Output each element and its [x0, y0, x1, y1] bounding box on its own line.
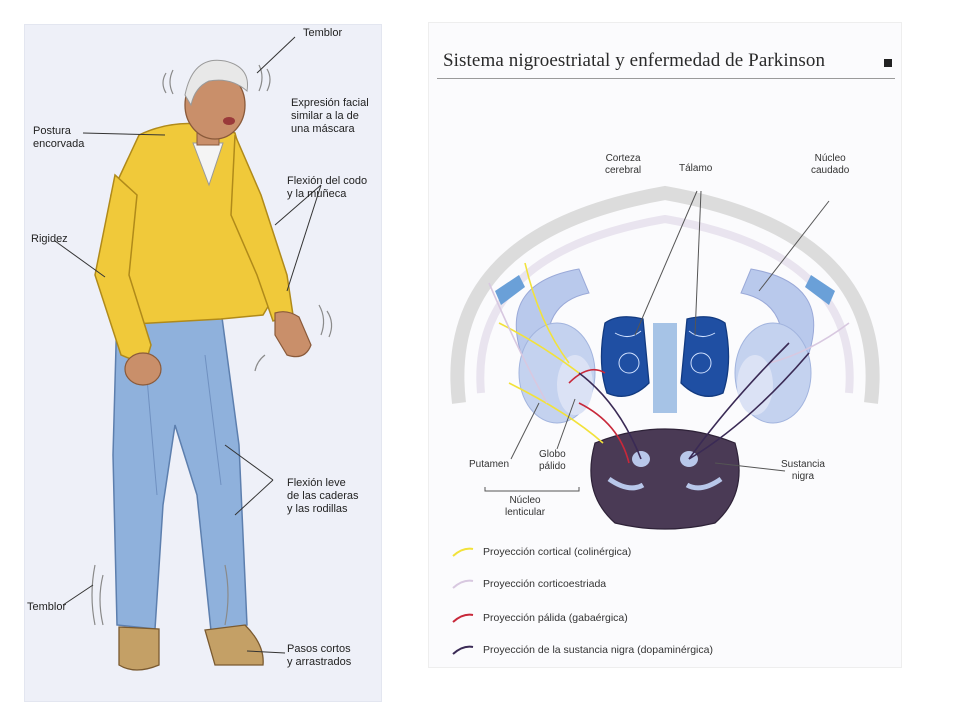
parkinson-patient-figure: Temblor Expresión facial similar a la de… — [24, 24, 382, 702]
label-flexion-caderas: Flexión leve de las caderas y las rodill… — [287, 477, 359, 515]
head-tremor-marks — [162, 64, 271, 95]
title-divider — [437, 78, 895, 79]
label-talamo: Tálamo — [679, 163, 713, 174]
legend-line-corticoestriada-icon — [452, 579, 474, 589]
hair — [184, 59, 249, 107]
label-flexion-codo: Flexión del codo y la muñeca — [287, 175, 368, 200]
midline-ventricle — [653, 323, 677, 413]
legend-label: Proyección cortical (colinérgica) — [483, 546, 632, 558]
title-square-icon — [884, 59, 892, 67]
label-rigidez: Rigidez — [31, 233, 68, 245]
nigrostriatal-diagram: Sistema nigroestriatal y enfermedad de P… — [428, 22, 902, 668]
legend-label: Proyección de la sustancia nigra (dopami… — [483, 644, 713, 656]
leg-tremor-marks — [91, 564, 229, 626]
thalamus-right — [680, 316, 730, 397]
label-nucleo-caudado: Núcleo caudado — [811, 153, 850, 176]
right-shoe — [204, 624, 264, 666]
diagram-title: Sistema nigroestriatal y enfermedad de P… — [443, 50, 826, 71]
legend-item-nigra: Proyección de la sustancia nigra (dopami… — [451, 641, 713, 659]
globus-pallidus-left — [557, 355, 593, 415]
thalamus-left — [600, 316, 650, 397]
legend-line-palida-icon — [452, 613, 474, 623]
label-temblor-legs: Temblor — [27, 601, 67, 613]
legend-item-palida: Proyección pálida (gabaérgica) — [451, 609, 628, 627]
brain-illustration — [450, 185, 880, 530]
leader-lines — [54, 36, 322, 654]
right-hand — [274, 311, 312, 358]
label-pasos-cortos: Pasos cortos y arrastrados — [287, 643, 352, 668]
cortex-outline — [450, 185, 880, 404]
left-shoe — [118, 626, 160, 671]
label-expresion-facial: Expresión facial similar a la de una más… — [291, 97, 369, 135]
legend-item-cortical: Proyección cortical (colinérgica) — [451, 543, 631, 561]
legend-line-cortical-icon — [452, 547, 474, 557]
mouth — [223, 117, 235, 125]
label-putamen: Putamen — [469, 459, 510, 470]
label-sustancia-nigra: Sustancia nigra — [781, 459, 825, 482]
label-temblor-head: Temblor — [303, 27, 343, 39]
legend-label: Proyección corticoestriada — [483, 578, 607, 590]
patient-illustration — [54, 36, 333, 671]
legend-item-corticoestriada: Proyección corticoestriada — [451, 575, 606, 593]
label-postura-encorvada: Postura encorvada — [33, 125, 85, 150]
projection-paths — [488, 262, 850, 464]
label-nucleo-lenticular: Núcleo lenticular — [505, 495, 546, 518]
midbrain — [590, 428, 740, 530]
legend-label: Proyección pálida (gabaérgica) — [483, 612, 628, 624]
pants — [112, 309, 248, 632]
left-hand — [124, 352, 162, 386]
legend-line-nigra-icon — [452, 645, 474, 655]
diagram-leader-lines — [484, 190, 830, 492]
label-corteza-cerebral: Corteza cerebral — [605, 153, 642, 176]
label-globo-palido: Globo pálido — [539, 449, 566, 472]
